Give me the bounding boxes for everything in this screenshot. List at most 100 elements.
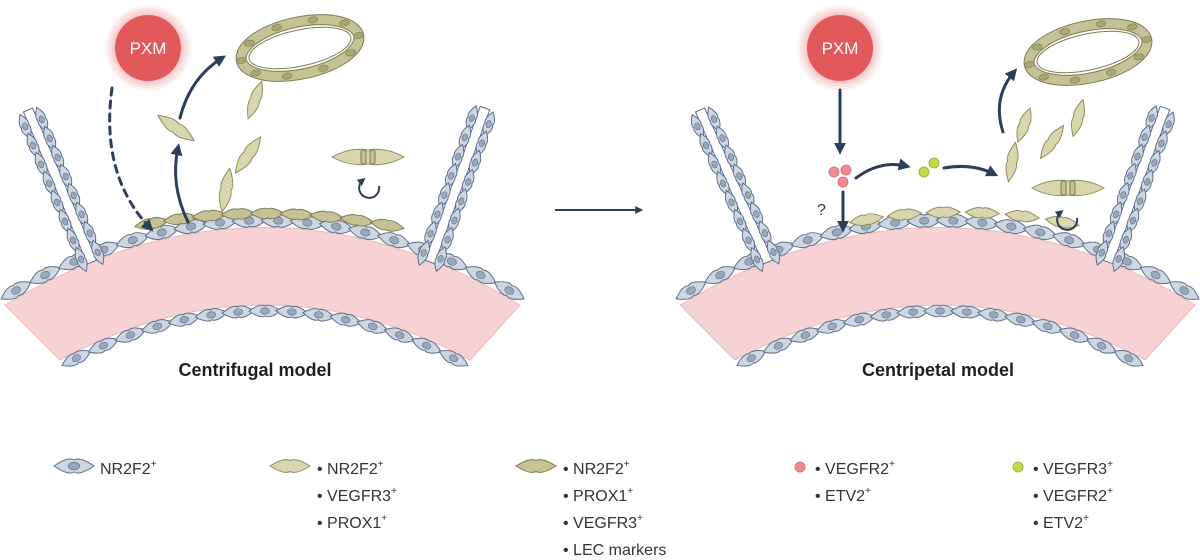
legend-text: • LEC markers <box>563 542 666 559</box>
light-olive-cell <box>1070 98 1086 138</box>
light-olive-cell <box>1039 124 1065 160</box>
legend-item-dark-olive: • NR2F2+ • PROX1+ • VEGFR3+ • LEC marker… <box>515 459 666 559</box>
assembly-arrow-left <box>178 55 227 120</box>
light-olive-cell <box>234 136 262 174</box>
grey-elongated-cell <box>1113 349 1144 367</box>
light-olive-cell <box>1016 107 1032 143</box>
grey-elongated-cell <box>1133 188 1147 215</box>
pink-dot-icon <box>840 164 852 176</box>
light-olive-cell-icon <box>269 459 311 473</box>
grey-elongated-cell <box>448 207 461 234</box>
side-vessel-left <box>18 106 105 273</box>
grey-elongated-cell <box>906 213 943 228</box>
grey-elongated-cell <box>869 308 903 322</box>
grey-elongated-cell <box>1004 312 1038 327</box>
grey-elongated-cell <box>302 308 336 322</box>
grey-elongated-cell <box>950 305 984 319</box>
grey-elongated-cell <box>1168 281 1200 300</box>
grey-elongated-cell <box>1095 239 1109 266</box>
legend-text: • NR2F2+ <box>317 459 384 478</box>
centripetal-panel: PXM ? Centripetal model <box>675 4 1200 380</box>
grey-elongated-cell <box>26 132 40 159</box>
centrifugal-panel: PXM Centrifugal model <box>0 4 525 380</box>
light-olive-cell <box>964 206 1001 219</box>
grey-elongated-cell-icon <box>53 458 95 474</box>
grey-elongated-cell <box>789 327 822 343</box>
legend-text: NR2F2+ <box>100 459 157 478</box>
legend-item-yellow: • VEGFR3+ • VEGFR2+ • ETV2+ <box>1012 459 1113 532</box>
grey-elongated-cell <box>923 304 957 318</box>
pxm-label-left: PXM <box>130 39 167 58</box>
legend-item-nr2f2: NR2F2+ <box>53 458 157 478</box>
pink-progenitor-cluster <box>828 164 852 188</box>
legend-text: • VEGFR2+ <box>1033 486 1113 505</box>
legend-text: • VEGFR3+ <box>317 486 397 505</box>
grey-elongated-cell <box>43 125 57 152</box>
light-olive-cell <box>218 167 234 213</box>
pink-dot-icon <box>794 461 806 473</box>
proliferating-cell <box>330 148 406 166</box>
legend: NR2F2+ • NR2F2+ • VEGFR3+ • PROX1+ • NR2… <box>53 458 1113 559</box>
grey-elongated-cell <box>816 319 849 334</box>
vein-endothelium-inner <box>736 304 1144 367</box>
pink-dot-icon <box>828 166 840 178</box>
legend-text: • ETV2+ <box>1033 513 1089 532</box>
pink-dot-icon <box>837 176 849 188</box>
proliferating-cell <box>1030 179 1106 197</box>
grey-elongated-cell <box>724 144 738 170</box>
yellow-to-cell-arrow <box>942 165 999 177</box>
light-olive-cell <box>848 213 885 227</box>
pxm-circle-right <box>807 15 873 81</box>
grey-elongated-cell <box>475 130 489 157</box>
legend-text: • VEGFR3+ <box>563 513 643 532</box>
lec-layer-on-vein <box>848 206 1080 229</box>
grey-elongated-cell <box>750 246 764 273</box>
light-olive-cell <box>1004 209 1040 223</box>
migration-arrow-left <box>170 143 190 224</box>
grey-elongated-cell <box>91 239 105 266</box>
grey-elongated-cell <box>115 232 150 249</box>
grey-elongated-cell <box>58 208 72 235</box>
pink-to-yellow-arrow <box>854 158 911 180</box>
grey-elongated-cell <box>248 304 282 318</box>
grey-elongated-cell <box>424 220 437 247</box>
yellow-dot-icon <box>918 166 930 178</box>
grey-elongated-cell <box>1131 143 1144 170</box>
grey-elongated-cell <box>431 201 444 228</box>
grey-elongated-cell <box>1126 207 1140 234</box>
light-olive-cell <box>269 459 311 473</box>
grey-elongated-cell <box>465 105 479 132</box>
grey-elongated-cell <box>790 232 825 249</box>
grey-elongated-cell <box>1148 149 1161 176</box>
grey-elongated-cell <box>766 239 781 265</box>
dark-olive-cell-icon <box>515 459 557 473</box>
lec-cells-assembling <box>1005 98 1086 183</box>
side-vessel-right <box>417 105 495 273</box>
grey-elongated-cell <box>1138 124 1151 151</box>
proliferation-icon-left <box>356 178 381 199</box>
grey-elongated-cell <box>1112 245 1125 273</box>
grey-elongated-cell <box>1022 224 1058 241</box>
grey-elongated-cell <box>493 281 525 300</box>
pxm-circle-left <box>115 15 181 81</box>
pxm-label-right: PXM <box>822 39 859 58</box>
legend-text: • ETV2+ <box>815 486 871 505</box>
grey-elongated-cell <box>34 151 48 178</box>
proliferation-icon-right <box>1054 210 1079 231</box>
grey-elongated-cell <box>434 245 447 273</box>
primordial-lymph-sac <box>1023 18 1153 86</box>
light-olive-cell <box>157 114 195 142</box>
legend-item-pink: • VEGFR2+ • ETV2+ <box>794 459 895 505</box>
legend-text: • VEGFR2+ <box>815 459 895 478</box>
grey-elongated-cell <box>356 319 389 334</box>
dashed-arrow-left <box>108 86 154 232</box>
grey-elongated-cell <box>1124 162 1137 189</box>
legend-text: • NR2F2+ <box>563 459 630 478</box>
assembly-arrow-right <box>997 68 1018 134</box>
light-olive-cell <box>886 208 923 221</box>
grey-elongated-cell <box>221 305 255 319</box>
dark-olive-cell <box>515 459 557 473</box>
vein-endothelium-inner <box>61 304 469 367</box>
grey-elongated-cell <box>438 349 469 367</box>
migrating-lec-cells <box>157 80 263 213</box>
